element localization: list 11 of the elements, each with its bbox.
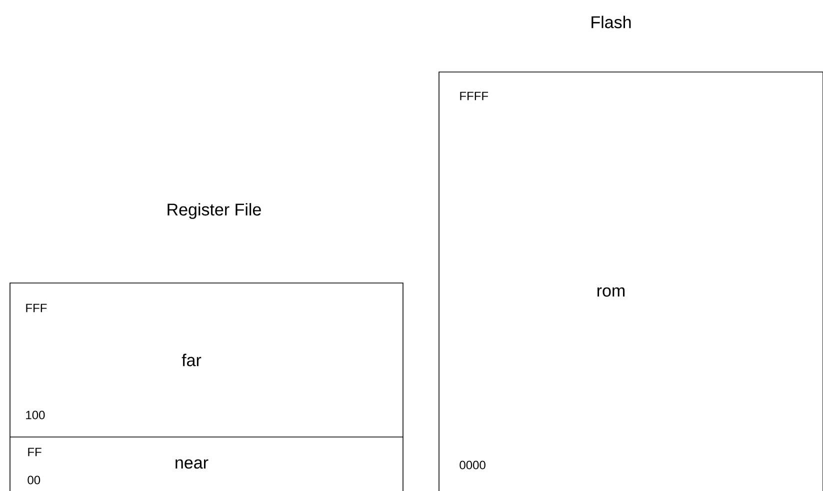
address-label: 0000 bbox=[460, 460, 486, 470]
memory-title: Register File bbox=[168, 203, 261, 219]
address-label: FFFF bbox=[460, 92, 488, 100]
address-label: 100 bbox=[26, 410, 45, 420]
address-label: 00 bbox=[28, 476, 40, 484]
address-label: FFF bbox=[26, 304, 47, 312]
memory-title: Flash bbox=[592, 16, 631, 28]
address-label: FF bbox=[28, 448, 42, 456]
region-label: rom bbox=[598, 287, 625, 297]
memory-region: near bbox=[176, 459, 208, 469]
memory-region: far bbox=[182, 354, 202, 366]
